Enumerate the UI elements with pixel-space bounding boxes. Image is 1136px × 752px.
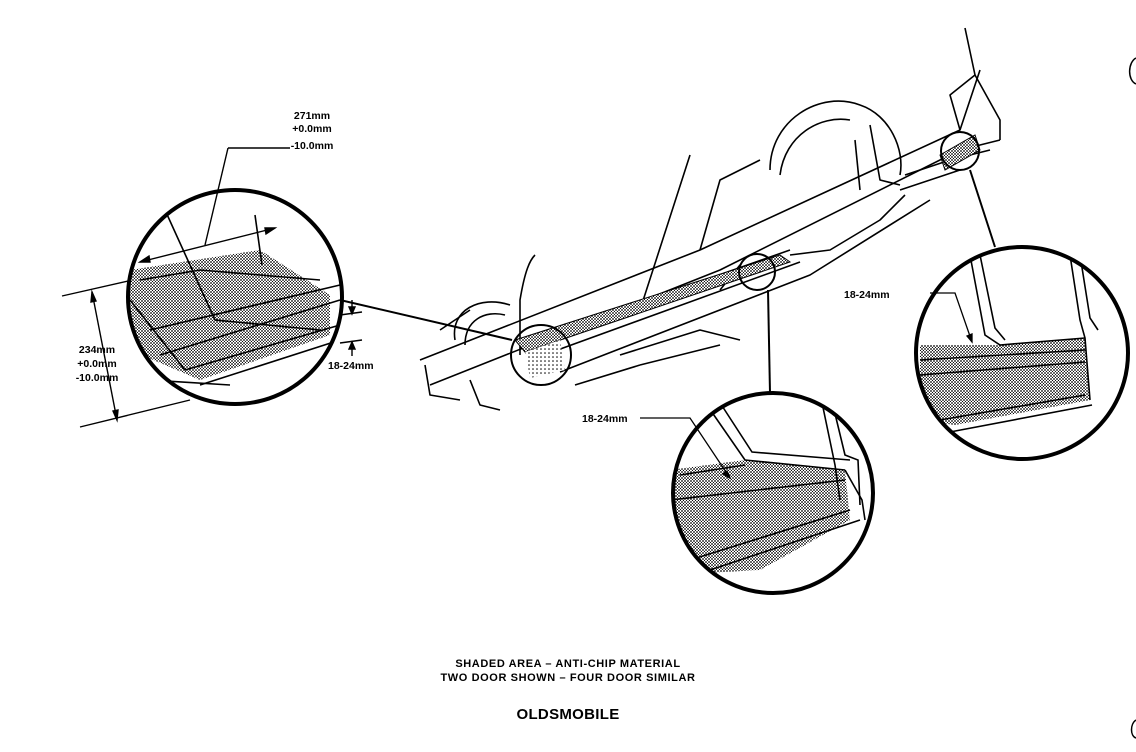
height-value: 234mm: [79, 344, 115, 356]
gap-pointer-rear: [930, 292, 973, 344]
caption-line-1: SHADED AREA – ANTI-CHIP MATERIAL: [455, 658, 681, 670]
car-body: [419, 27, 1001, 411]
height-plus-tol: +0.0mm: [77, 358, 116, 370]
width-plus-tol: +0.0mm: [292, 123, 331, 135]
locator-circles: [510, 131, 980, 386]
gap-dimension-front: [339, 300, 363, 356]
width-minus-tol: -10.0mm: [291, 140, 334, 152]
gap-pointer-center: [640, 417, 732, 480]
width-dimension: [137, 147, 290, 263]
gap-label-rear: 18-24mm: [844, 289, 890, 301]
edge-mark-bottom: [1130, 719, 1136, 739]
magnified-view-front: [126, 188, 344, 406]
height-dimension: [61, 280, 191, 428]
label-height-dimension: 234mm +0.0mm -10.0mm: [76, 344, 119, 384]
leader-lines: [339, 169, 996, 394]
brand-title: OLDSMOBILE: [516, 706, 620, 723]
magnified-view-rear: [914, 245, 1130, 461]
gap-label-front: 18-24mm: [328, 360, 374, 372]
edge-mark-top: [1128, 57, 1136, 85]
gap-label-center: 18-24mm: [582, 413, 628, 425]
width-value: 271mm: [294, 110, 330, 122]
height-minus-tol: -10.0mm: [76, 372, 119, 384]
magnified-view-center: [671, 391, 875, 595]
label-width-dimension: 271mm +0.0mm -10.0mm: [291, 110, 334, 152]
caption-line-2: TWO DOOR SHOWN – FOUR DOOR SIMILAR: [440, 672, 696, 684]
anti-chip-strip: [514, 134, 981, 378]
